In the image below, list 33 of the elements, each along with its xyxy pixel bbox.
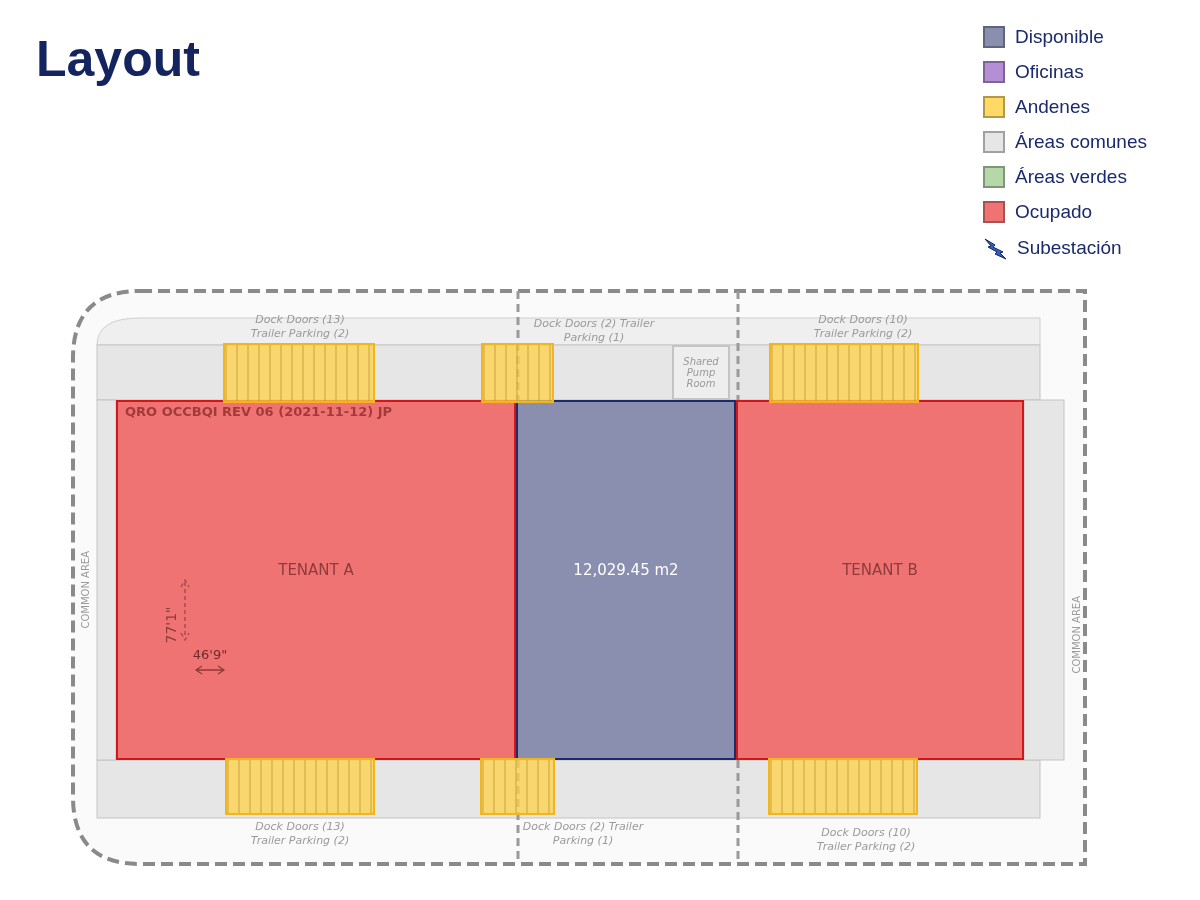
legend-label: Áreas comunes xyxy=(1015,131,1147,153)
legend-label: Subestación xyxy=(1017,237,1122,259)
dock-label: Dock Doors (2) Trailer Parking (1) xyxy=(521,820,645,848)
legend-label: Disponible xyxy=(1015,26,1104,48)
area-label: COMMON AREA xyxy=(1070,596,1082,674)
dock-area xyxy=(768,758,918,815)
dock-area xyxy=(769,343,919,403)
occupied-area xyxy=(116,400,516,760)
area-label: 12,029.45 m2 xyxy=(573,561,679,579)
dock-area xyxy=(481,343,554,403)
area-label: COMMON AREA xyxy=(79,551,91,629)
dock-label: Dock Doors (13) Trailer Parking (2) xyxy=(249,313,351,341)
dimension-label: 46'9" xyxy=(192,648,228,662)
legend-label: Áreas verdes xyxy=(1015,166,1127,188)
dock-label: Dock Doors (2) Trailer Parking (1) xyxy=(532,317,656,345)
dock-area xyxy=(480,758,555,815)
dock-label: Dock Doors (10) Trailer Parking (2) xyxy=(815,826,917,854)
dock-label: Dock Doors (10) Trailer Parking (2) xyxy=(812,313,914,341)
occupied-area xyxy=(736,400,1024,760)
pump-room xyxy=(672,345,730,400)
area-label: Shared Pump Room xyxy=(682,356,720,389)
legend-label: Oficinas xyxy=(1015,61,1084,83)
area-label: TENANT B xyxy=(842,561,918,579)
legend-label: Andenes xyxy=(1015,96,1090,118)
dock-label: Dock Doors (13) Trailer Parking (2) xyxy=(249,820,351,848)
drawing-reference: QRO OCCBQI REV 06 (2021-11-12) JP xyxy=(125,405,393,419)
legend-label: Ocupado xyxy=(1015,201,1093,223)
area-label: TENANT A xyxy=(278,561,354,579)
dock-area xyxy=(225,758,375,815)
available-area xyxy=(516,400,736,760)
page-title: Layout xyxy=(36,30,200,88)
dock-area xyxy=(223,343,375,403)
dimension-label: 77'1" xyxy=(163,606,178,644)
